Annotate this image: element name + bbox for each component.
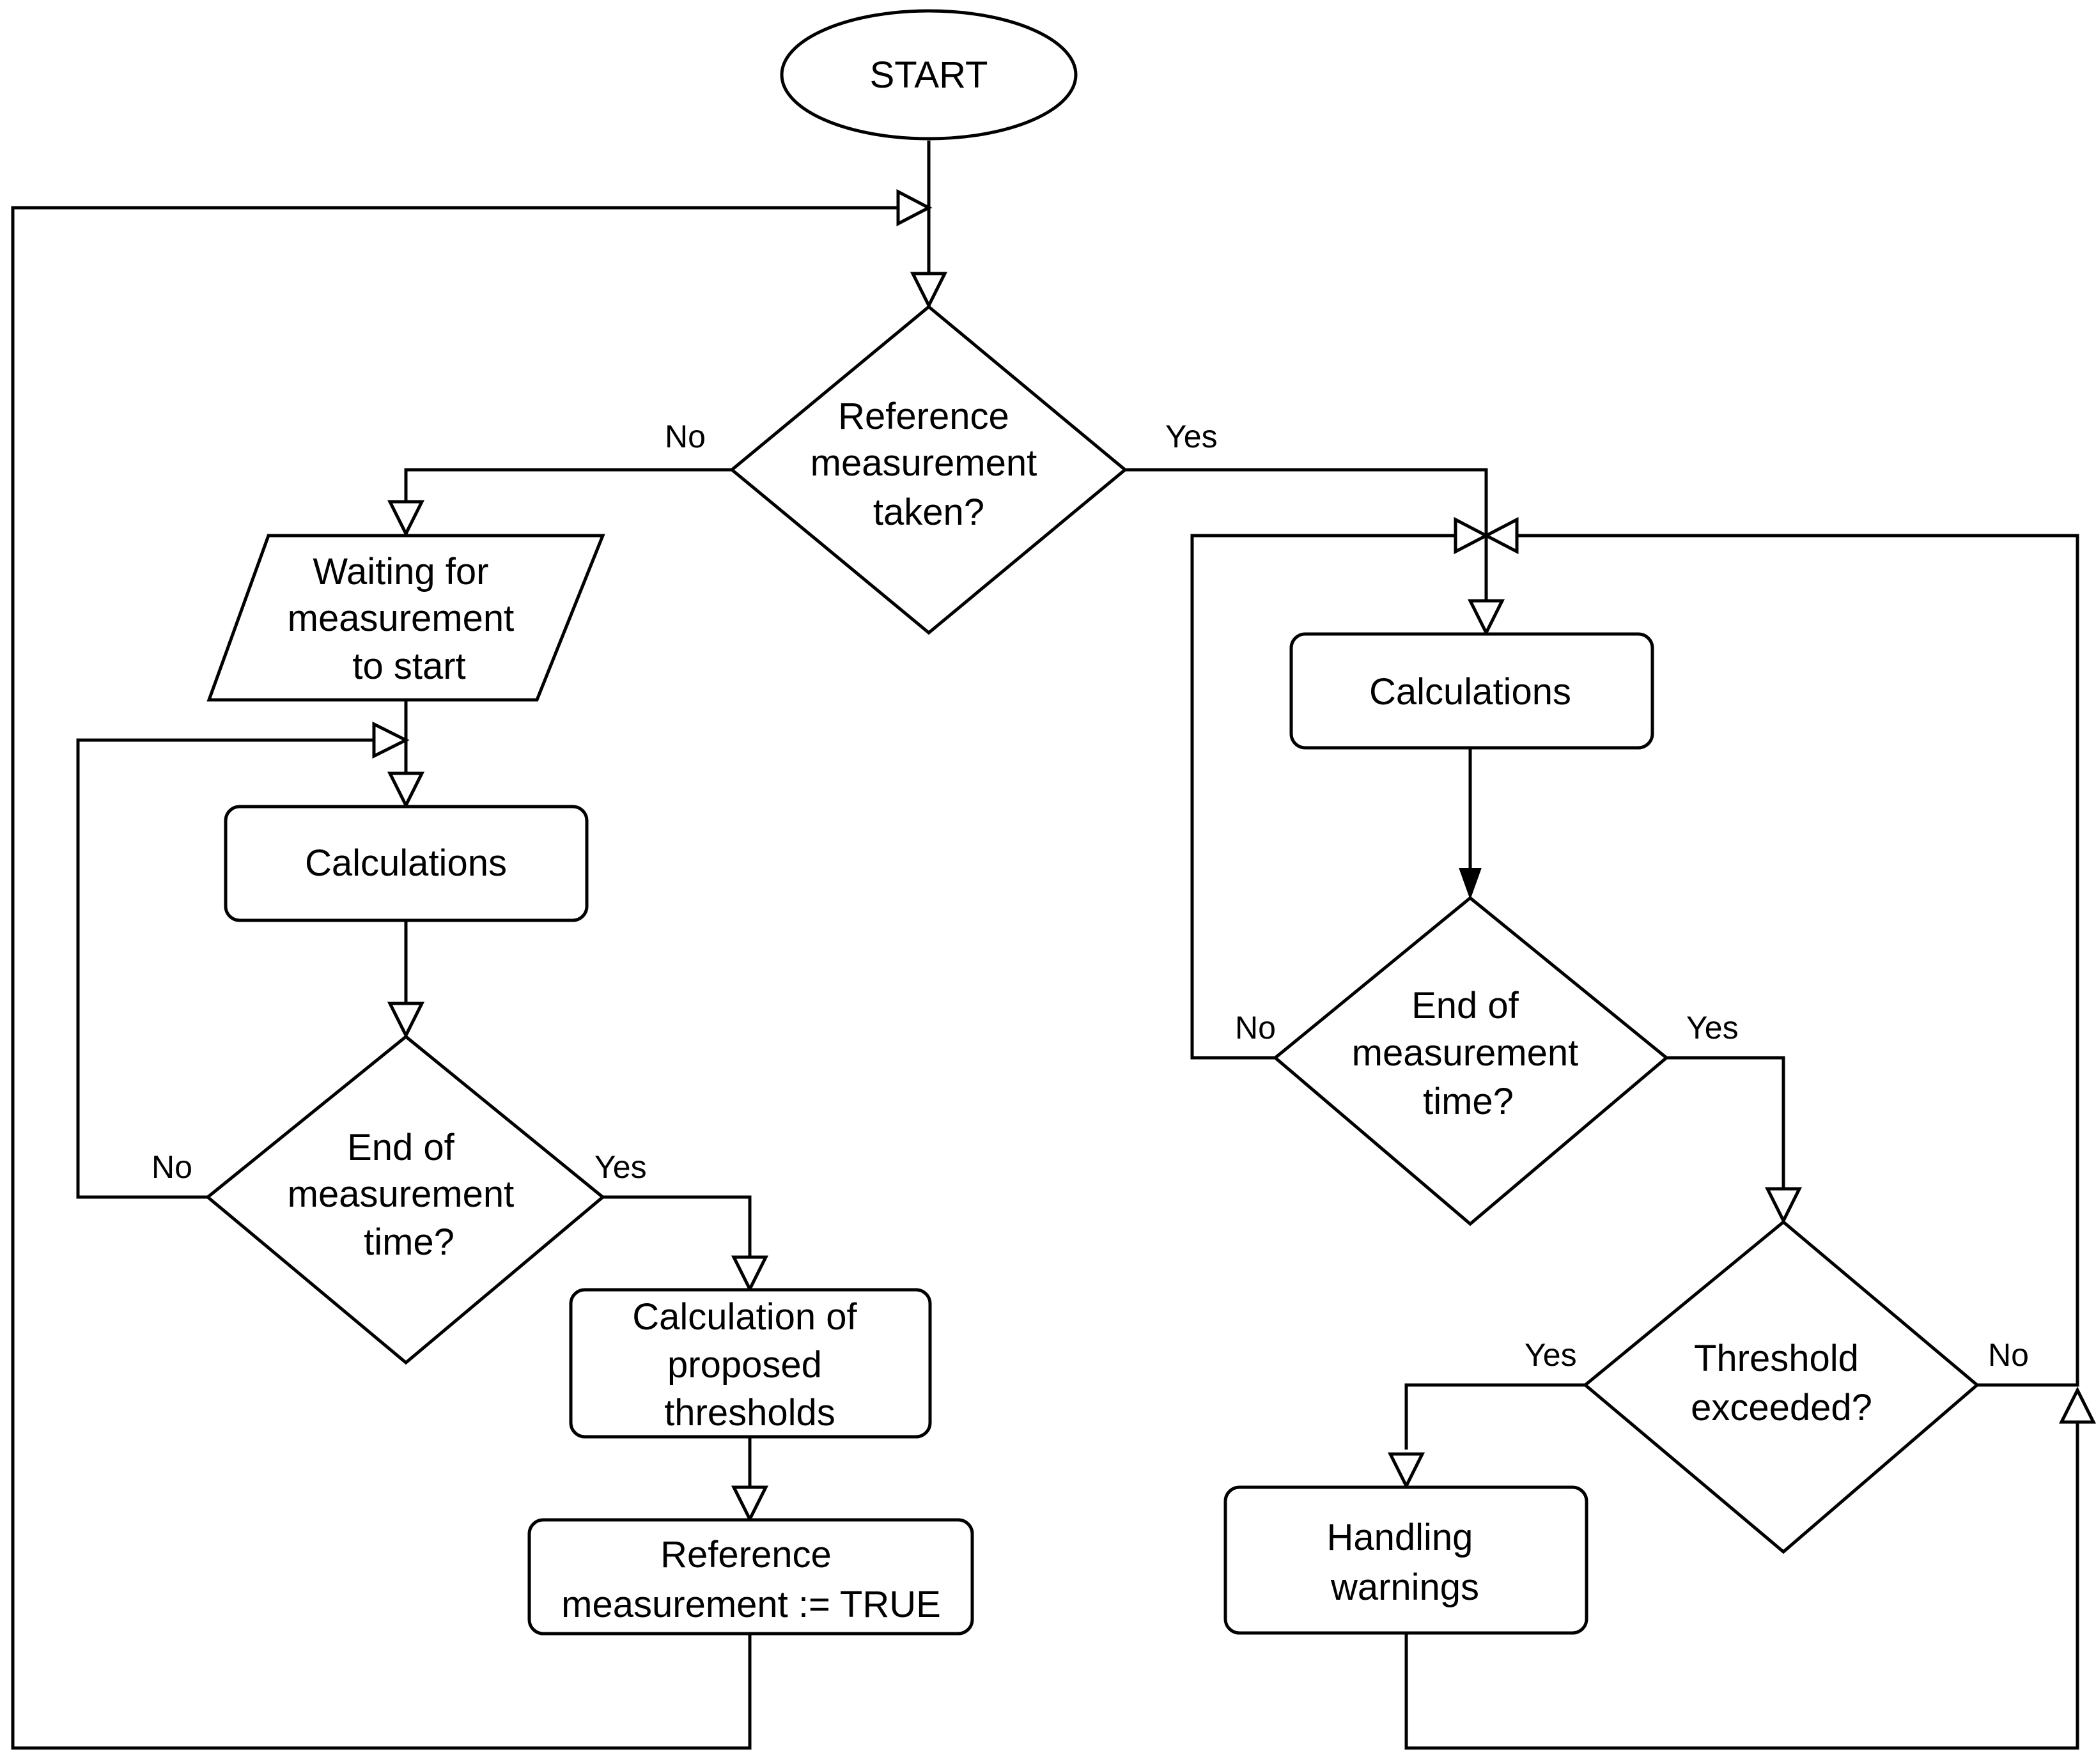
edge-threshold-yes-to-handling xyxy=(1404,1383,1585,1450)
edge-ref-no-to-waiting xyxy=(404,468,732,502)
edge-set-ref-loop-back xyxy=(11,206,898,1750)
end-right-no-label: No xyxy=(1235,1010,1276,1046)
set-ref-node xyxy=(527,1518,974,1636)
handling-node xyxy=(1223,1485,1588,1635)
edge-ref-yes-to-junction xyxy=(1125,468,1488,601)
start-label: START xyxy=(870,54,988,96)
end-right-yes-label: Yes xyxy=(1686,1010,1739,1046)
edge-labels: No Yes No Yes No Yes Yes No xyxy=(151,419,2029,1373)
arrowhead-right-junction-from-left xyxy=(1454,516,1490,555)
arrowhead-right-junction-from-right xyxy=(1482,516,1519,555)
waiting-node xyxy=(206,534,605,702)
ref-yes-label: Yes xyxy=(1165,419,1218,454)
arrowhead-top-junction-right xyxy=(896,189,933,227)
arrowhead-into-handling xyxy=(1387,1452,1425,1490)
arrowhead-into-threshold xyxy=(1764,1187,1803,1225)
end-left-label: End of measurement time? xyxy=(288,1127,525,1263)
arrowhead-into-end-left xyxy=(387,1002,425,1039)
calc-left-label: Calculations xyxy=(305,842,507,884)
threshold-yes-label: Yes xyxy=(1525,1337,1577,1373)
arrowhead-into-waiting xyxy=(387,500,425,538)
calc-thresholds-node xyxy=(569,1288,932,1439)
arrowhead-into-set-ref xyxy=(731,1485,769,1523)
end-right-label: End of measurement time? xyxy=(1352,985,1589,1122)
end-left-yes-label: Yes xyxy=(594,1149,647,1185)
arrowhead-into-thresholds xyxy=(731,1255,769,1293)
end-left-decision-node xyxy=(205,1034,605,1365)
edge-end-right-yes-to-threshold xyxy=(1666,1056,1785,1189)
arrowhead-into-calc-right xyxy=(1467,599,1505,637)
edge-threshold-no-loop xyxy=(1517,534,2079,1387)
end-left-no-label: No xyxy=(151,1149,192,1185)
calc-right-node xyxy=(1289,632,1654,750)
arrowhead-into-ref-decision xyxy=(910,272,948,309)
arrowhead-into-end-right xyxy=(1459,868,1482,900)
threshold-decision-label: Threshold exceeded? xyxy=(1691,1338,1872,1428)
threshold-no-label: No xyxy=(1988,1337,2029,1373)
edges xyxy=(11,141,2079,1750)
calc-thresholds-label: Calculation of proposed thresholds xyxy=(632,1296,867,1434)
calc-right-label: Calculations xyxy=(1369,671,1571,713)
node-labels: START Reference measurement taken? Waiti… xyxy=(288,54,1872,1625)
edge-end-left-no-loop xyxy=(76,738,374,1199)
edge-end-right-no-loop xyxy=(1190,534,1456,1060)
edge-end-left-yes-to-thresholds xyxy=(601,1195,752,1257)
calc-left-node xyxy=(224,805,589,922)
ref-no-label: No xyxy=(665,419,706,454)
edge-handling-loop xyxy=(1404,1422,2079,1750)
handling-label: Handling warnings xyxy=(1326,1517,1483,1608)
ref-decision-node xyxy=(729,304,1128,635)
start-node xyxy=(780,9,1078,141)
shapes xyxy=(205,9,1980,1636)
waiting-label: Waiting for measurement to start xyxy=(288,551,525,687)
arrowhead-left-loop-right xyxy=(372,721,410,759)
end-right-decision-node xyxy=(1273,895,1669,1226)
threshold-decision-node xyxy=(1583,1219,1980,1554)
arrowhead-threshold-no-up xyxy=(2058,1386,2096,1424)
arrowheads xyxy=(372,189,2096,1523)
set-ref-label: Reference measurement := TRUE xyxy=(561,1534,941,1625)
arrowhead-into-calc-left xyxy=(387,771,425,809)
ref-decision-label: Reference measurement taken? xyxy=(811,396,1048,533)
